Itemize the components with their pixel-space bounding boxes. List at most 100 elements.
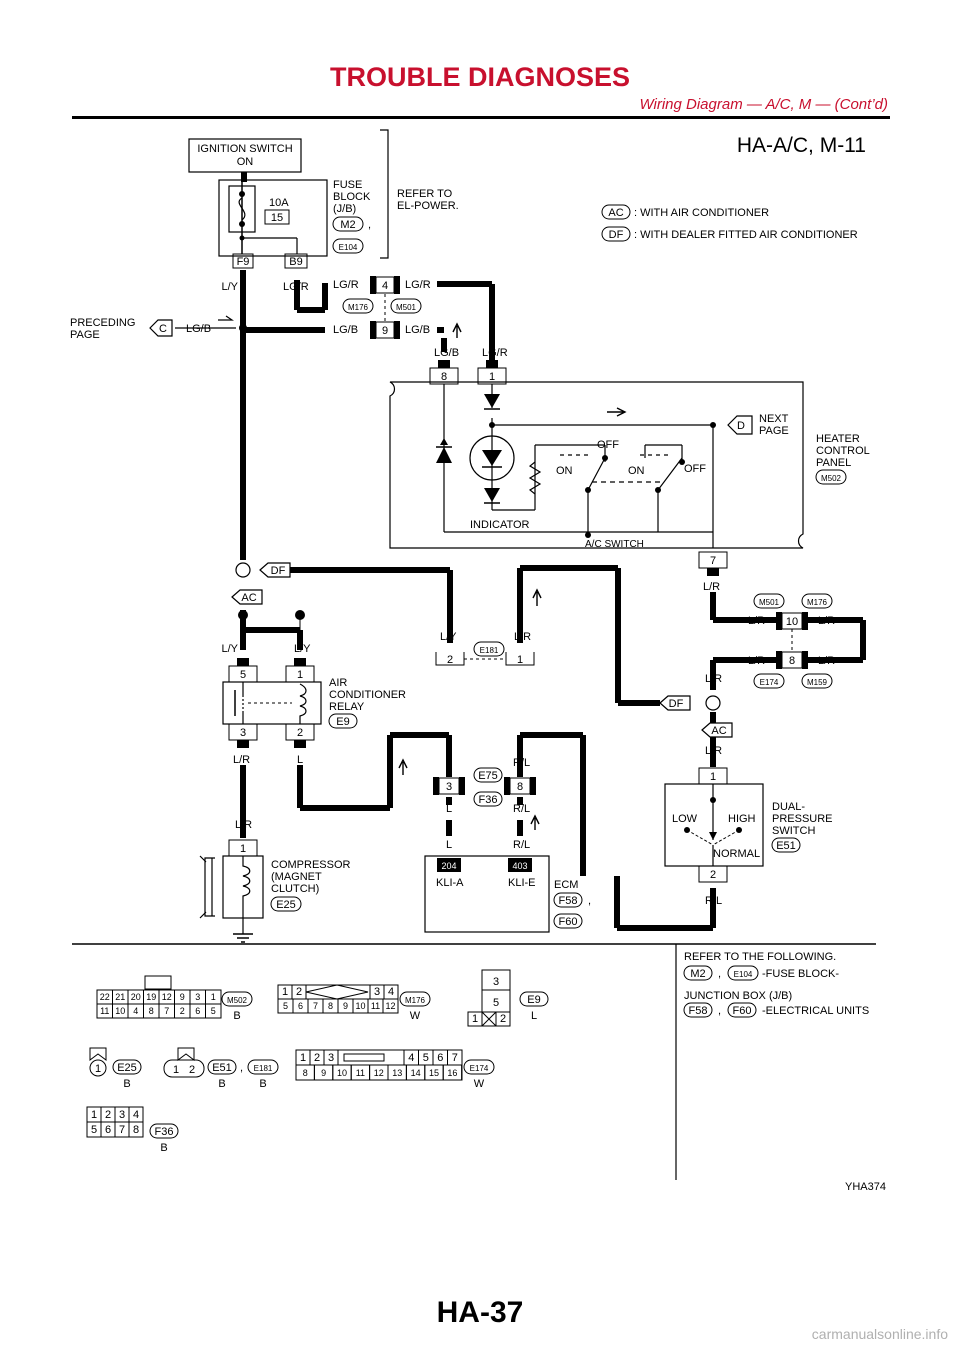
- relay-pin-3: 3: [240, 727, 246, 739]
- heater-control-panel-box: [389, 381, 804, 549]
- ecm-kli-a: KLI-A: [436, 877, 464, 889]
- option-tag-df-right: [659, 695, 691, 711]
- m502-pin: 1: [211, 992, 216, 1002]
- connector-name: E25: [117, 1062, 137, 1074]
- wire-rl-ecm: R/L: [513, 839, 530, 851]
- e25-pin: 1: [95, 1063, 101, 1075]
- indicator-label: INDICATOR: [470, 519, 530, 531]
- refer-comma-1: ,: [718, 968, 721, 980]
- ac-switch-off-2: OFF: [684, 463, 706, 475]
- legend-ac-tag: AC: [608, 207, 623, 219]
- connector-color: B: [123, 1078, 130, 1090]
- refer-e104: E104: [734, 970, 753, 979]
- m176-pin: 9: [343, 1001, 348, 1011]
- f36-conn: F36: [479, 794, 498, 806]
- connector-name: F36: [155, 1126, 174, 1138]
- joint-pin-4: 4: [382, 280, 388, 292]
- connector-color: B: [259, 1078, 266, 1090]
- m502-pin: 22: [100, 992, 110, 1002]
- preceding-page-tag-c: C: [159, 323, 167, 335]
- jc2-conn-m176: M176: [807, 598, 828, 607]
- fuse-conn-comma: ,: [368, 219, 371, 231]
- ignition-switch-on: ON: [237, 156, 254, 168]
- ac-switch-off-1: OFF: [597, 439, 619, 451]
- jc2-pin-10: 10: [786, 616, 798, 628]
- m502-pin: 2: [180, 1006, 185, 1016]
- figure-id: YHA374: [845, 1181, 886, 1193]
- f36-pin: 2: [105, 1109, 111, 1121]
- wire-lr-right: L/R: [705, 673, 722, 685]
- jc2-conn-m501: M501: [759, 598, 780, 607]
- option-ac-right: AC: [711, 725, 726, 737]
- f36-pin: 1: [91, 1109, 97, 1121]
- m176-pin: 11: [371, 1001, 380, 1011]
- clutch-coil-icon: [242, 856, 251, 918]
- relay-pin-2: 2: [297, 727, 303, 739]
- compressor-label-2: (MAGNET: [271, 871, 322, 883]
- ac-switch-on-1: ON: [556, 465, 573, 477]
- wire-l-ecm: L: [446, 839, 452, 851]
- wire-lgr-hcp: LG/R: [482, 347, 508, 359]
- wire-lr-comp: L/R: [235, 819, 252, 831]
- dp-pin-2: 2: [710, 869, 716, 881]
- f36-pin: 5: [91, 1124, 97, 1136]
- connector-name: M502: [227, 996, 248, 1005]
- heater-panel-conn: M502: [821, 474, 842, 483]
- wire-ly-relay-left: L/Y: [221, 643, 238, 655]
- m502-pin: 20: [131, 992, 141, 1002]
- terminal-f9: F9: [237, 256, 250, 268]
- relay-conn: E9: [336, 716, 349, 728]
- e9-pin: 5: [493, 997, 499, 1009]
- e9-pin: 3: [493, 976, 499, 988]
- m502-pin: 21: [115, 992, 125, 1002]
- dp-low: LOW: [672, 813, 698, 825]
- wire-l-relay: L: [297, 754, 303, 766]
- next-page-tag-d: D: [737, 420, 745, 432]
- e174-pin: 9: [321, 1068, 326, 1078]
- m502-pin: 19: [146, 992, 156, 1002]
- wire-ly-top: L/Y: [221, 281, 238, 293]
- relay-label-2: CONDITIONER: [329, 689, 406, 701]
- m176-pin: 12: [385, 1001, 395, 1011]
- dp-label-2: PRESSURE: [772, 813, 833, 825]
- refer-f60: F60: [733, 1005, 752, 1017]
- resistor-icon: [528, 461, 542, 495]
- indicator-led-icon: [469, 435, 515, 481]
- dp-high: HIGH: [728, 813, 756, 825]
- m502-pin: 3: [195, 992, 200, 1002]
- e174-pin: 16: [447, 1068, 457, 1078]
- relay-coil-icon: [299, 683, 307, 724]
- m502-pin: 10: [115, 1006, 125, 1016]
- ecm-pin-403: 403: [512, 861, 527, 871]
- dp-label-1: DUAL-: [772, 801, 805, 813]
- compressor-conn: E25: [276, 899, 296, 911]
- heater-panel-2: CONTROL: [816, 445, 870, 457]
- relay-pin-5: 5: [240, 669, 246, 681]
- m176-pin: 2: [296, 986, 302, 998]
- wire-l-e75-bottom: L: [446, 803, 452, 815]
- e181-pin-2: 2: [447, 654, 453, 666]
- connector-color: B: [218, 1078, 225, 1090]
- dp-label-3: SWITCH: [772, 825, 815, 837]
- joint-pin-9: 9: [382, 325, 388, 337]
- hcp-pin-1: 1: [489, 371, 495, 383]
- option-df-right: DF: [669, 698, 684, 710]
- refer-m2: M2: [690, 968, 705, 980]
- fuse-conn-e104: E104: [339, 243, 358, 252]
- diode-icon: [436, 447, 452, 463]
- wire-lgb-joint-right: LG/B: [405, 324, 430, 336]
- diode-icon-top: [484, 394, 500, 408]
- m176-pin: 7: [313, 1001, 318, 1011]
- ac-switch-label: A/C SWITCH: [585, 539, 644, 550]
- preceding-page-1: PRECEDING: [70, 317, 135, 329]
- fuse-block-label-1: FUSE: [333, 179, 362, 191]
- e174-pin: 11: [356, 1068, 365, 1078]
- ecm-conn-f60: F60: [559, 916, 578, 928]
- joint-conn-m501: M501: [396, 303, 417, 312]
- fuse-block-label-3: (J/B): [333, 203, 356, 215]
- jc2-conn-e174: E174: [760, 678, 779, 687]
- e9-pin: 2: [500, 1013, 506, 1025]
- ecm-pin-204: 204: [441, 861, 456, 871]
- m502-pin: 5: [211, 1006, 216, 1016]
- m502-pin: 11: [100, 1006, 109, 1016]
